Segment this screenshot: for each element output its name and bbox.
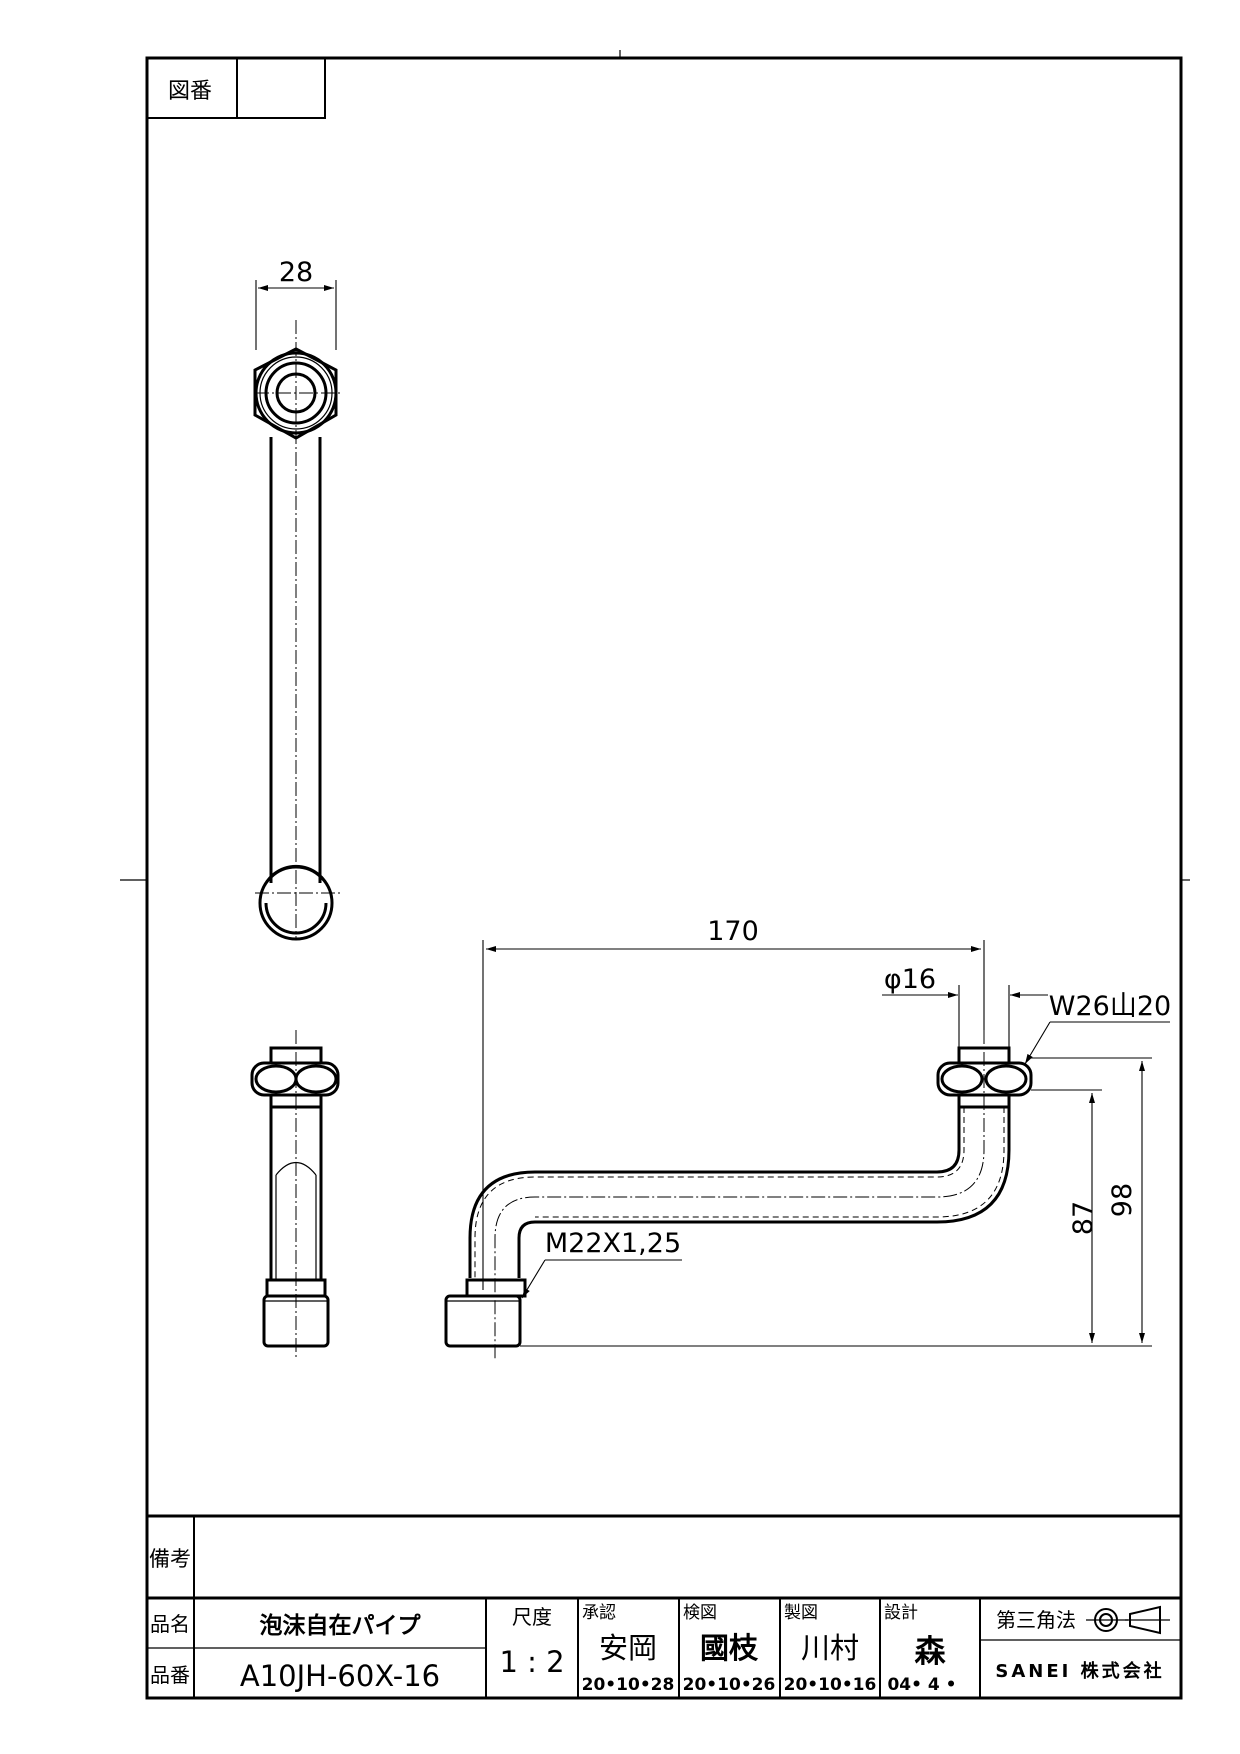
dim-height-87: 87 <box>1068 1201 1099 1235</box>
drawing-number-box: 図番 <box>146 57 326 119</box>
scale-label: 尺度 <box>512 1605 552 1629</box>
drafting-label: 製図 <box>784 1603 818 1623</box>
design-name: 森 <box>915 1634 947 1670</box>
title-block: 備考 品名 泡沫自在パイプ 品番 A10JH-60X-16 尺度 1 : 2 承… <box>147 1514 1181 1698</box>
check-label: 検図 <box>683 1603 717 1623</box>
dim-top-width: 28 <box>279 257 313 288</box>
company-name: SANEI 株式会社 <box>995 1660 1164 1682</box>
part-number-label: 品番 <box>150 1663 190 1687</box>
front-view <box>444 1030 1033 1360</box>
dim-height-98: 98 <box>1107 1183 1138 1217</box>
product-name: 泡沫自在パイプ <box>260 1612 422 1639</box>
drawing-number-label: 図番 <box>168 79 212 104</box>
dim-overall-length: 170 <box>707 916 759 947</box>
approval-name: 安岡 <box>599 1631 657 1665</box>
side-view <box>250 1030 340 1360</box>
product-name-label: 品名 <box>150 1612 190 1636</box>
dim-pipe-diameter: φ16 <box>884 964 936 995</box>
drawing-frame <box>120 50 1190 1700</box>
design-label: 設計 <box>884 1603 918 1623</box>
dim-thread-w: W26山20 <box>1049 991 1171 1022</box>
dim-thread-m: M22X1,25 <box>545 1228 681 1259</box>
scale-value: 1 : 2 <box>499 1645 564 1679</box>
projection-label: 第三角法 <box>996 1608 1076 1632</box>
check-date: 20•10•26 <box>683 1675 776 1695</box>
drafting-date: 20•10•16 <box>784 1675 877 1695</box>
part-number: A10JH-60X-16 <box>240 1659 440 1693</box>
approval-date: 20•10•28 <box>582 1675 675 1695</box>
front-view-dimensions: 170 φ16 W26山20 M22X1,25 87 98 <box>482 916 1171 1347</box>
approval-label: 承認 <box>582 1603 616 1623</box>
top-view: 28 <box>253 257 340 941</box>
remarks-label: 備考 <box>149 1547 191 1571</box>
third-angle-projection-icon <box>1086 1605 1170 1635</box>
design-date: 04• 4 • <box>887 1675 956 1695</box>
drafting-name: 川村 <box>801 1631 859 1665</box>
check-name: 國枝 <box>700 1631 759 1665</box>
